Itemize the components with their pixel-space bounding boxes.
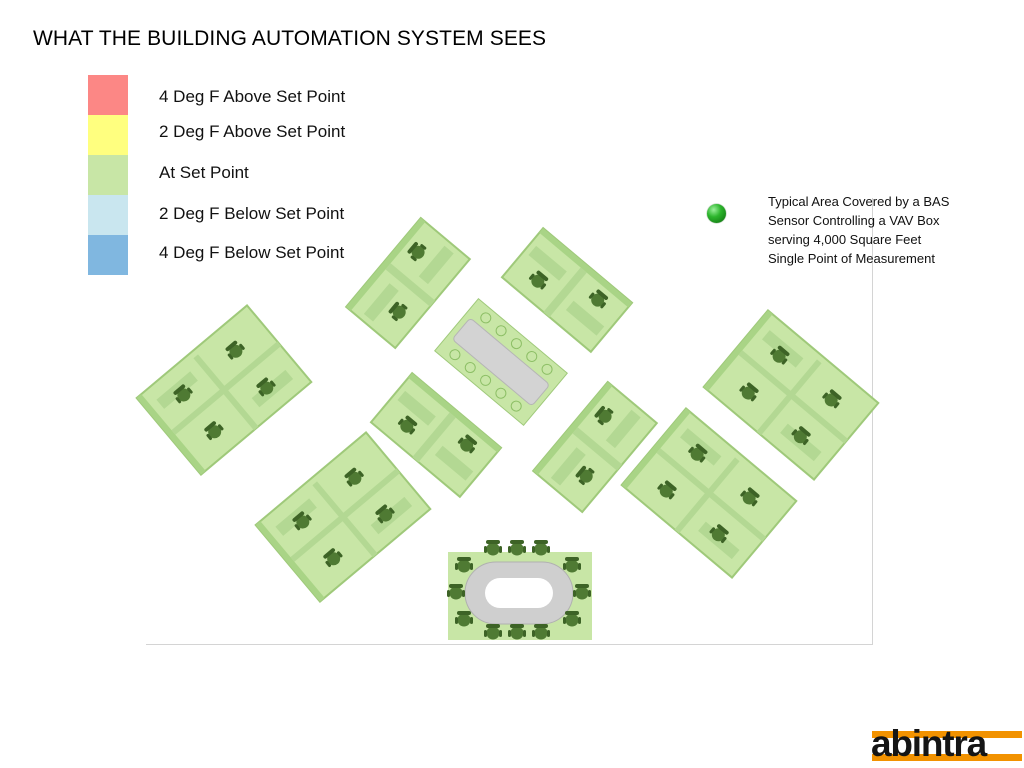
legend-label-4-below: 4 Deg F Below Set Point bbox=[159, 243, 345, 262]
logo-accent-bar-bottom bbox=[872, 754, 1022, 761]
legend-label-at-set-point: At Set Point bbox=[159, 163, 249, 182]
floor-plan-frame bbox=[146, 198, 873, 645]
meeting-table-diagonal bbox=[434, 297, 568, 427]
page-title: WHAT THE BUILDING AUTOMATION SYSTEM SEES bbox=[33, 27, 547, 50]
note-line-2: Sensor Controlling a VAV Box bbox=[768, 213, 940, 228]
two-person-pod-top-right bbox=[502, 228, 632, 352]
legend-label-2-below: 2 Deg F Below Set Point bbox=[159, 204, 345, 223]
logo-text: abintra bbox=[871, 723, 987, 764]
legend-swatch-at-set-point bbox=[88, 155, 128, 195]
note-line-3: serving 4,000 Square Feet bbox=[768, 232, 922, 247]
legend-swatch-4-below bbox=[88, 235, 128, 275]
legend-swatch-2-above bbox=[88, 115, 128, 155]
bas-sensor-icon bbox=[707, 204, 726, 223]
four-person-pod-bottom-left bbox=[256, 432, 431, 601]
two-person-pod-top-left bbox=[346, 218, 470, 348]
legend-label-2-above: 2 Deg F Above Set Point bbox=[159, 122, 346, 141]
legend-label-4-above: 4 Deg F Above Set Point bbox=[159, 87, 346, 106]
legend-swatch-2-below bbox=[88, 195, 128, 235]
note-line-1: Typical Area Covered by a BAS bbox=[768, 194, 950, 209]
conference-table-oval bbox=[447, 540, 592, 640]
four-person-pod-left bbox=[137, 305, 312, 474]
note-line-4: Single Point of Measurement bbox=[768, 251, 935, 266]
sensor-coverage-note: Typical Area Covered by a BAS Sensor Con… bbox=[768, 192, 998, 268]
logo-accent-bar-top bbox=[872, 731, 1022, 738]
legend-swatch-4-above bbox=[88, 75, 128, 115]
